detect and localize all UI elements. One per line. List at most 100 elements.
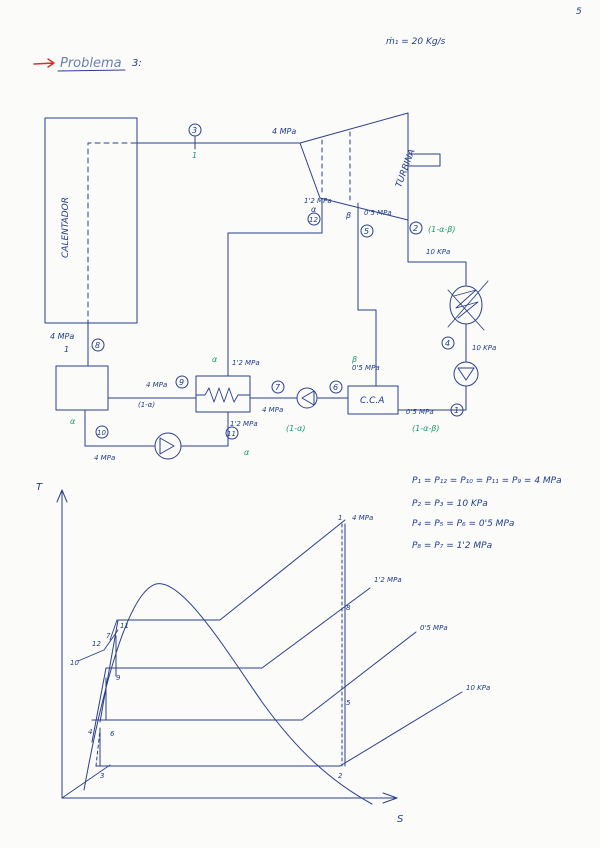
- p-cfwh-shell: 1'2 MPa: [232, 359, 260, 367]
- state-4-circle: [441, 336, 455, 350]
- frac-bleed-5: β: [345, 211, 351, 220]
- ts-state-2: 2: [338, 772, 343, 780]
- pump3-triangle: [159, 437, 175, 455]
- equation-4: P₈ = P₇ = 1'2 MPa: [412, 541, 492, 551]
- frac-bleed-12: α: [311, 205, 317, 214]
- state-10-circle: [95, 425, 109, 439]
- title-arrow-icon: [33, 58, 55, 68]
- problem-title: Problema: [60, 56, 122, 71]
- ts-state-6: 6: [110, 730, 115, 738]
- heater-label: CALENTADOR: [61, 197, 71, 258]
- frac-drain-alpha: α: [244, 448, 250, 457]
- state-2-num: 2: [413, 224, 418, 233]
- state-7-num: 7: [275, 383, 281, 392]
- p-cfwh-tube-in: 4 MPa: [146, 381, 167, 389]
- turbine-label: TURBINA: [394, 148, 417, 189]
- isobar-1-2mpa: [91, 587, 371, 743]
- ts-state-4: 4: [88, 728, 92, 736]
- ts-state-12: 12: [92, 640, 101, 648]
- frac-cfwh-tube: (1-α): [138, 401, 155, 409]
- process-9-10: [77, 629, 119, 662]
- pipe-drain: [180, 411, 229, 447]
- state-11-num: 11: [227, 430, 236, 438]
- state-markers: [91, 123, 464, 440]
- pipe-bleed-5: [357, 202, 377, 387]
- isobar-label-10kpa: 10 KPa: [466, 684, 490, 692]
- pipe-exhaust: [407, 219, 467, 286]
- process-10-11: [109, 619, 118, 641]
- frac-heater-out: 1: [64, 345, 69, 354]
- p-cca-in: 0'5 MPa: [352, 364, 380, 372]
- heater-tube-dash: [87, 142, 138, 326]
- s-axis-label: S: [397, 814, 404, 825]
- p-bleed-12: 1'2 MPa: [304, 197, 332, 205]
- p-bleed-5: 0'5 MPa: [364, 209, 392, 217]
- mixing-chamber: [55, 365, 109, 411]
- process-dashed-3: [95, 729, 101, 767]
- pipe-bleed-12: [227, 199, 323, 377]
- p-cfwh-drain: 1'2 MPa: [230, 420, 258, 428]
- ts-state-10: 10: [70, 659, 79, 667]
- state-3-num: 3: [192, 126, 197, 135]
- pipe-pump-cca: [397, 385, 467, 411]
- isobar-label-4mpa: 4 MPa: [352, 514, 373, 522]
- state-9-circle: [175, 375, 189, 389]
- state-5-num: 5: [364, 227, 369, 236]
- closed-fwh-box: [195, 375, 251, 413]
- frac-cca-in: (1-α-β): [412, 424, 439, 433]
- p-turbine-in: 4 MPa: [272, 127, 296, 136]
- p-heater-out: 4 MPa: [50, 332, 74, 341]
- state-8-num: 8: [95, 341, 100, 350]
- ts-state-3: 3: [100, 772, 104, 780]
- state-12-num: 12: [309, 216, 318, 224]
- state-8-circle: [91, 338, 105, 352]
- state-5-circle: [360, 224, 374, 238]
- state-7-circle: [271, 380, 285, 394]
- open-fwh-box: [347, 385, 399, 415]
- pump-triangle: [457, 367, 475, 381]
- state-10-num: 10: [97, 429, 106, 437]
- isobar-label-0-5mpa: 0'5 MPa: [420, 624, 448, 632]
- frac-cca-steam: β: [351, 355, 357, 364]
- isobar-label-1-2mpa: 1'2 MPa: [374, 576, 402, 584]
- isobar-4mpa: [99, 519, 346, 723]
- state-4-num: 4: [445, 339, 450, 348]
- condenser-coil: [453, 289, 479, 319]
- state-6-num: 6: [333, 383, 338, 392]
- p-cfwh-from-pump: 4 MPa: [262, 406, 283, 414]
- ts-state-5: 5: [346, 699, 351, 707]
- ts-state-11: 11: [120, 622, 129, 630]
- ts-state-9: 9: [116, 674, 121, 682]
- equation-3: P₄ = P₅ = P₆ = 0'5 MPa: [412, 519, 514, 529]
- state-11-circle: [225, 426, 239, 440]
- state-1-num: 1: [454, 406, 459, 415]
- ts-state-7: 7: [106, 632, 111, 640]
- equation-2: P₂ = P₃ = 10 KPa: [412, 499, 488, 509]
- p-cond-out: 10 KPa: [472, 344, 496, 352]
- isobar-10kpa: [95, 691, 463, 767]
- p-exhaust: 10 KPa: [426, 248, 450, 256]
- p-cca-out: 0'5 MPa: [406, 408, 434, 416]
- state-2-circle: [409, 221, 423, 235]
- problem-number: 3:: [132, 58, 142, 69]
- pump2-triangle: [301, 390, 315, 406]
- t-axis-label: T: [36, 482, 43, 493]
- equation-1: P₁ = P₁₂ = P₁₀ = P₁₁ = P₉ = 4 MPa: [412, 476, 562, 486]
- saturation-dome: [83, 583, 373, 805]
- frac-turbine-in: 1: [192, 151, 197, 160]
- condenser-cooling-arrow: [447, 280, 489, 331]
- p-pump-after-mix: 4 MPa: [94, 454, 115, 462]
- page-number: 5: [576, 7, 582, 17]
- cfwh-coil: [195, 387, 251, 403]
- ts-state-1: 1: [338, 514, 342, 522]
- state-6-circle: [329, 380, 343, 394]
- frac-cfwh-shell: α: [212, 355, 218, 364]
- state-12-circle: [307, 212, 321, 226]
- state-1-circle: [450, 403, 464, 417]
- state-9-num: 9: [179, 378, 184, 387]
- t-axis: [56, 489, 68, 799]
- s-axis: [61, 792, 398, 804]
